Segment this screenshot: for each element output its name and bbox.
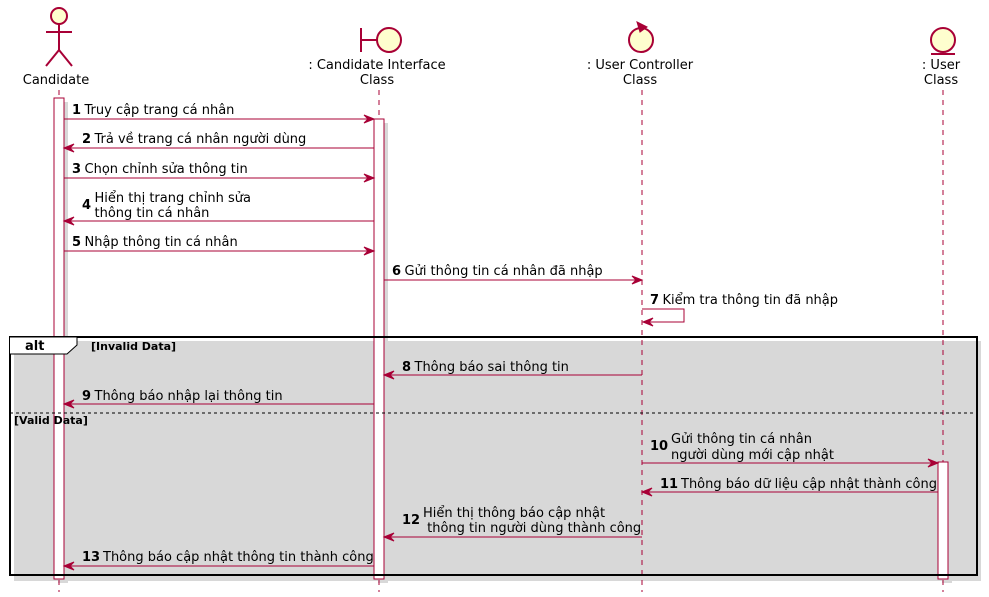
alt-guard-valid: [Valid Data] <box>14 414 88 427</box>
message-arrowhead <box>631 275 644 285</box>
message-label: Thông báo dữ liệu cập nhật thành công <box>680 477 937 492</box>
message-arrowhead <box>62 561 75 571</box>
message-number: 3 <box>72 162 81 177</box>
participant-candidate-label: Candidate <box>23 73 89 88</box>
alt-fragment <box>9 336 978 576</box>
control-icon <box>628 21 654 53</box>
message-label: thông tin cá nhân <box>95 206 210 221</box>
participant-interface-label-2: Class <box>360 73 394 88</box>
participant-interface-label-1: : Candidate Interface <box>308 58 445 73</box>
message-label: thông tin người dùng thành công <box>423 521 641 536</box>
message-label: Thông báo sai thông tin <box>414 360 569 375</box>
message-label: người dùng mới cập nhật <box>671 448 834 463</box>
message-number: 7 <box>650 293 659 308</box>
message-number: 12 <box>402 513 420 528</box>
message-label: Hiển thị trang chỉnh sửa <box>95 191 251 206</box>
activation-candidate-interface <box>373 118 385 580</box>
message-number: 13 <box>82 550 100 565</box>
message-number: 6 <box>392 264 401 279</box>
message-label: Chọn chỉnh sửa thông tin <box>85 162 248 177</box>
alt-guard-invalid: [Invalid Data] <box>91 340 176 353</box>
boundary-icon <box>360 27 402 53</box>
message-arrowhead <box>927 458 940 468</box>
actor-icon <box>45 7 73 67</box>
message-label: Gửi thông tin cá nhân đã nhập <box>405 264 603 279</box>
message-label: Kiểm tra thông tin đã nhập <box>663 293 839 308</box>
message-number: 8 <box>402 360 411 375</box>
message-arrowhead <box>640 487 653 497</box>
entity-icon <box>930 27 956 55</box>
message-number: 11 <box>660 477 678 492</box>
message-label: Trả về trang cá nhân người dùng <box>94 132 307 147</box>
activation-user <box>937 461 949 580</box>
message-number: 9 <box>82 389 91 404</box>
message-arrow-self <box>642 308 685 323</box>
message-label: Thông báo cập nhật thông tin thành công <box>102 550 374 565</box>
message-number: 10 <box>650 439 668 454</box>
message-label: Gửi thông tin cá nhân <box>671 432 812 447</box>
message-number: 5 <box>72 235 81 250</box>
message-arrowhead <box>382 532 395 542</box>
message-arrowhead <box>641 317 654 327</box>
message-label: Nhập thông tin cá nhân <box>85 235 238 250</box>
participant-user-label-2: Class <box>924 73 958 88</box>
message-label: Thông báo nhập lại thông tin <box>94 389 283 404</box>
message-number: 4 <box>82 198 91 213</box>
message-number: 1 <box>72 103 81 118</box>
message-arrowhead <box>363 246 376 256</box>
message-arrowhead <box>363 114 376 124</box>
message-arrowhead <box>62 143 75 153</box>
message-arrowhead <box>363 173 376 183</box>
message-arrowhead <box>62 216 75 226</box>
participant-user-label-1: : User <box>922 58 961 73</box>
message-label: Truy cập trang cá nhân <box>84 103 235 118</box>
message-number: 2 <box>82 132 91 147</box>
participant-controller-label-1: : User Controller <box>587 58 694 73</box>
alt-keyword: alt <box>25 339 44 354</box>
message-label: Hiển thị thông báo cập nhật <box>423 506 605 521</box>
message-arrowhead <box>62 399 75 409</box>
participant-controller-label-2: Class <box>623 73 657 88</box>
message-arrowhead <box>382 370 395 380</box>
